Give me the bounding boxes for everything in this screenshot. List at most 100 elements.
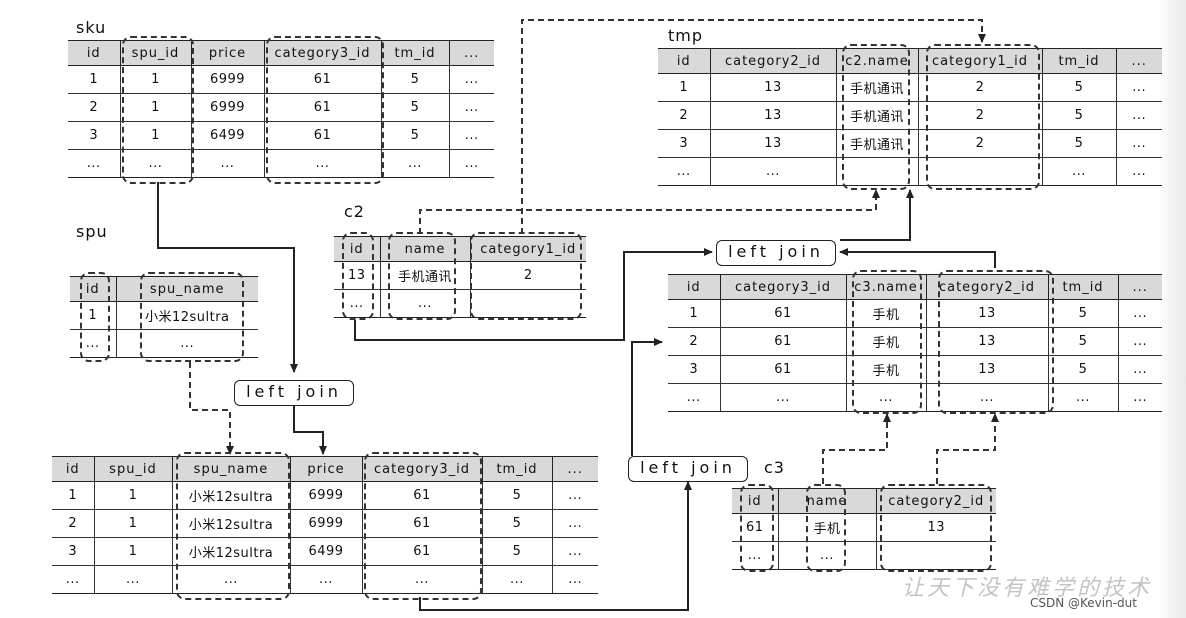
table-cell: 13 (709, 129, 836, 158)
table-cell: ... (551, 481, 598, 510)
result-header-spu-name: spu_name (171, 456, 290, 482)
c2-id-highlight (342, 232, 374, 320)
table-cell: 小米12sultra (115, 301, 258, 330)
result-header-price: price (289, 456, 362, 482)
sku-header-category3-id: category3_id (263, 40, 381, 66)
table-row: 1 13 手机通讯 2 5 ... (658, 73, 1162, 102)
table-cell: 1 (68, 65, 120, 94)
table-cell: 13 (709, 73, 836, 102)
c3-table-label: c3 (764, 458, 785, 477)
table-cell: 手机 (845, 355, 926, 384)
line-c3id-to-mid (822, 413, 891, 484)
table-row: 3 1 6499 61 5 ... (68, 121, 494, 150)
table-cell: ... (448, 65, 494, 94)
table-cell: ... (1117, 299, 1162, 328)
table-row: 1 61 手机 13 5 ... (668, 299, 1162, 328)
line-mid-to-join2 (839, 248, 996, 268)
table-cell: 2 (917, 73, 1042, 102)
table-cell: 13 (925, 355, 1048, 384)
table-cell: ... (551, 537, 598, 566)
table-cell: 3 (68, 121, 120, 150)
table-cell: 1 (93, 481, 172, 510)
table-cell: 1 (93, 537, 172, 566)
table-cell: 1 (119, 121, 191, 150)
sku-spu-c3-table: id category3_id c3.name category2_id tm_… (668, 274, 1162, 412)
table-cell: 61 (361, 509, 482, 538)
table-cell: 13 (875, 513, 996, 542)
c3-header-category2-id: category2_id (875, 488, 996, 514)
c3-table: id name category2_id 61 手机 13 ... ... (732, 488, 996, 570)
table-cell: 6499 (190, 121, 264, 150)
table-cell: 3 (52, 537, 94, 566)
line-sku-to-join1 (157, 182, 298, 373)
c2-table-label: c2 (344, 202, 365, 221)
table-cell: 6999 (289, 509, 362, 538)
table-cell: ... (1047, 383, 1118, 412)
result-header-category3-id: category3_id (361, 456, 482, 482)
table-cell: ... (1115, 157, 1162, 186)
table-cell: 5 (1047, 355, 1118, 384)
line-c2-to-join2 (354, 248, 713, 341)
table-cell: 2 (52, 509, 94, 538)
table-cell: ... (1041, 157, 1116, 186)
table-cell: 手机通讯 (835, 73, 918, 102)
table-cell: ... (361, 565, 482, 594)
table-cell: 5 (1041, 73, 1116, 102)
result-header-tm-id: tm_id (481, 456, 552, 482)
line-c2name-to-tmp (419, 189, 880, 234)
result-header-id: id (52, 456, 94, 482)
table-cell: ... (93, 565, 172, 594)
result-spu-name-highlight (176, 452, 290, 600)
table-cell: 6999 (190, 65, 264, 94)
table-cell: 2 (917, 101, 1042, 130)
table-cell: 3 (658, 129, 710, 158)
table-cell: 13 (709, 101, 836, 130)
table-cell: ... (115, 329, 258, 358)
table-cell: ... (551, 565, 598, 594)
table-cell: 1 (658, 73, 710, 102)
table-cell: 61 (263, 121, 381, 150)
mid-category2-id-highlight (938, 270, 1054, 414)
result-category3-id-highlight (364, 452, 482, 600)
table-row: ... ... ... ... (658, 157, 1162, 186)
table-cell: ... (380, 149, 449, 178)
tmp-table: id category2_id c2.name category1_id tm_… (658, 48, 1162, 186)
table-cell: 手机通讯 (835, 129, 918, 158)
table-cell: ... (448, 149, 494, 178)
table-cell: 5 (1047, 299, 1118, 328)
c3-name-highlight (806, 484, 846, 572)
sku-header-spu-id: spu_id (119, 40, 191, 66)
table-cell: 13 (925, 299, 1048, 328)
table-cell: 1 (668, 299, 720, 328)
table-cell: ... (289, 565, 362, 594)
table-row: 2 13 手机通讯 2 5 ... (658, 101, 1162, 130)
table-cell: ... (658, 157, 710, 186)
table-cell: 61 (719, 327, 846, 356)
c3-id-highlight (740, 484, 774, 572)
table-row: ... ... ... ... ... ... ... (52, 565, 598, 594)
tmp-header-category2-id: category2_id (709, 48, 836, 74)
table-cell: ... (925, 383, 1048, 412)
table-cell: 5 (1041, 129, 1116, 158)
table-row: ... ... (70, 329, 258, 358)
table-cell: 1 (119, 93, 191, 122)
table-cell: ... (1115, 73, 1162, 102)
table-cell: 5 (380, 93, 449, 122)
table-cell: ... (1115, 101, 1162, 130)
spu-table: id spu_name 1 小米12sultra ... ... (70, 276, 258, 358)
table-cell: ... (448, 121, 494, 150)
table-row: 3 1 小米12sultra 6499 61 5 ... (52, 537, 598, 566)
line-c2cat-to-tmp (521, 19, 986, 234)
table-cell: 13 (925, 327, 1048, 356)
table-cell: 小米12sultra (171, 509, 290, 538)
table-cell: 5 (380, 65, 449, 94)
table-cell: ... (1117, 383, 1162, 412)
table-row: ... ... ... ... ... ... (668, 383, 1162, 412)
table-cell: 5 (380, 121, 449, 150)
left-join-label-3: left join (628, 456, 748, 482)
table-cell: 6499 (289, 537, 362, 566)
table-row: 3 61 手机 13 5 ... (668, 355, 1162, 384)
table-cell: ... (551, 509, 598, 538)
table-row: 2 1 6999 61 5 ... (68, 93, 494, 122)
mid-header-more: ... (1117, 274, 1162, 300)
